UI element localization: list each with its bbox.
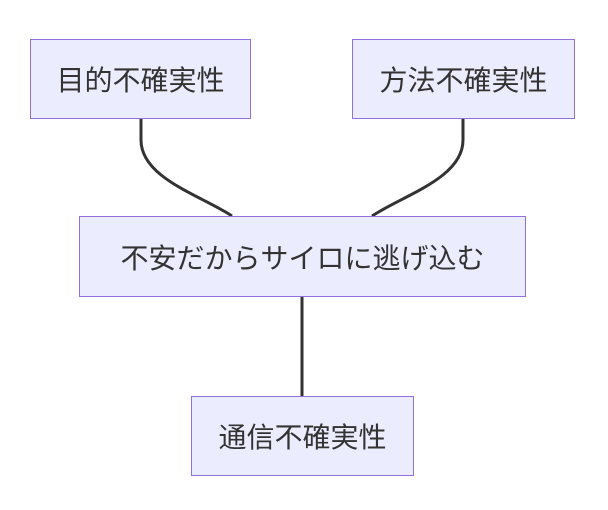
node-purpose-uncertainty[interactable]: 目的不確実性 <box>30 39 251 119</box>
node-label: 方法不確実性 <box>379 64 548 97</box>
edge-purpose-to-silo <box>139 119 233 218</box>
node-silo[interactable]: 不安だからサイロに逃げ込む <box>79 216 526 297</box>
node-label: 目的不確実性 <box>56 64 225 97</box>
node-method-uncertainty[interactable]: 方法不確実性 <box>352 39 575 119</box>
node-label: 不安だからサイロに逃げ込む <box>120 241 485 275</box>
node-communication-uncertainty[interactable]: 通信不確実性 <box>191 396 414 476</box>
edge-method-to-silo <box>371 119 465 218</box>
node-label: 通信不確実性 <box>218 421 387 454</box>
